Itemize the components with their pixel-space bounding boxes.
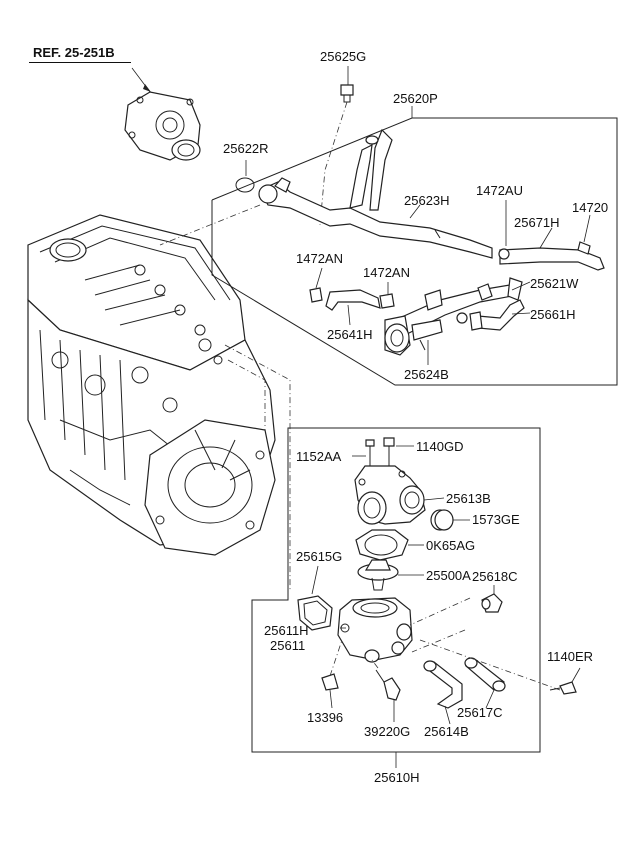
bolt-25625G xyxy=(319,66,354,226)
sensor-39220G xyxy=(371,659,401,722)
label-25622R: 25622R xyxy=(223,141,269,156)
label-25615G: 25615G xyxy=(296,549,343,564)
o-ring-25622R xyxy=(235,160,255,193)
label-25617C: 25617C xyxy=(457,705,503,720)
reference-underline xyxy=(29,62,131,63)
label-1472AU: 1472AU xyxy=(476,183,523,198)
hose-25614B xyxy=(423,660,463,725)
water-pipe-assembly-frame xyxy=(211,106,618,386)
bracket-25624B xyxy=(411,319,443,365)
label-25641H: 25641H xyxy=(327,327,373,342)
label-13396: 13396 xyxy=(307,710,344,725)
hose-25671H xyxy=(498,200,605,271)
bolt-1140ER xyxy=(419,639,581,695)
label-0K65AG: 0K65AG xyxy=(426,538,476,553)
gasket-0K65AG xyxy=(355,529,424,561)
fitting-25618C xyxy=(409,585,503,626)
hose-25661H xyxy=(456,299,531,331)
label-25611: 25611 xyxy=(270,638,306,653)
engine-thermostat-leader-b xyxy=(227,359,266,430)
water-pump-ref xyxy=(124,67,201,161)
pipe-25623H xyxy=(258,128,493,259)
engine-thermostat-leader-a xyxy=(224,344,291,590)
thermostat-25500A xyxy=(357,559,424,591)
label-25621W: 25621W xyxy=(530,276,579,291)
label-25620P: 25620P xyxy=(393,91,438,106)
label-25614B: 25614B xyxy=(424,724,469,739)
label-25618C: 25618C xyxy=(472,569,518,584)
hose-25641H xyxy=(309,267,395,326)
label-25500A: 25500A xyxy=(426,568,471,583)
thermostat-housing-25611 xyxy=(337,597,413,663)
label-39220G: 39220G xyxy=(364,724,411,739)
label-25624B: 25624B xyxy=(404,367,449,382)
label-25610H: 25610H xyxy=(374,770,420,785)
label-1140ER: 1140ER xyxy=(547,649,594,664)
gasket-25615G xyxy=(297,565,333,631)
thermostat-assembly-frame xyxy=(251,427,541,768)
label-1472AN-right: 1472AN xyxy=(363,265,410,280)
engine-block xyxy=(27,214,276,556)
label-25625G: 25625G xyxy=(320,49,367,64)
pipe-engine-leader xyxy=(159,204,261,246)
plug-13396 xyxy=(321,639,343,709)
label-25613B: 25613B xyxy=(446,491,491,506)
hose-25617C xyxy=(411,629,506,709)
thermostat-cover-25613B xyxy=(354,465,445,525)
label-1152AA: 1152AA xyxy=(296,449,342,464)
bolt-1140GD xyxy=(383,437,414,470)
gasket-1573GE xyxy=(430,509,470,531)
label-1573GE: 1573GE xyxy=(472,512,520,527)
label-25661H: 25661H xyxy=(530,307,576,322)
label-25611H: 25611H xyxy=(264,623,309,638)
label-25623H: 25623H xyxy=(404,193,450,208)
label-1140GD: 1140GD xyxy=(416,439,464,454)
reference-label: REF. 25-251B xyxy=(33,45,115,60)
label-25671H: 25671H xyxy=(514,215,560,230)
label-14720: 14720 xyxy=(572,200,609,215)
label-1472AN-left: 1472AN xyxy=(296,251,343,266)
